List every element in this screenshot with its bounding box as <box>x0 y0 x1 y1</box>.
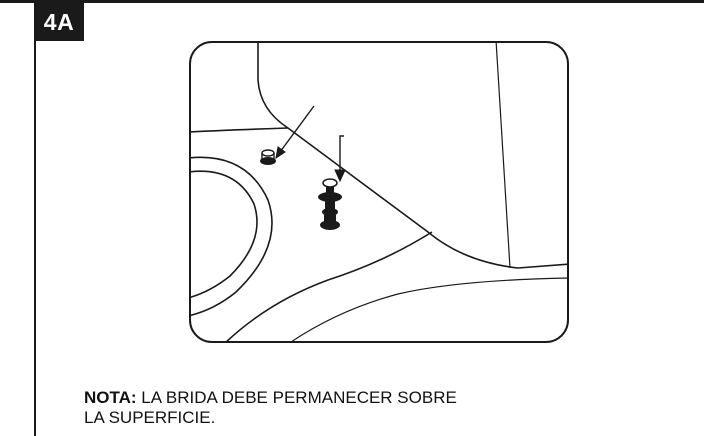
bolt-cap-left <box>260 149 276 165</box>
step-badge: 4A <box>34 3 84 41</box>
toilet-base-curve <box>190 127 289 133</box>
note-text-line2: LA SUPERFICIE. <box>84 408 216 427</box>
floor-flange-inner <box>190 170 258 299</box>
toilet-body-outline <box>257 42 568 269</box>
washer <box>318 192 342 202</box>
arrow-pointer-left <box>275 105 315 160</box>
arrow-pointer-right <box>334 135 346 183</box>
top-rule <box>0 0 704 3</box>
left-margin-rule <box>34 0 36 436</box>
floor-flange-outer <box>190 156 273 317</box>
floor-contour-curve <box>223 231 433 342</box>
toilet-seam-line <box>495 42 511 269</box>
bolt-cap-nut <box>322 178 338 188</box>
illustration-frame <box>189 41 569 343</box>
installation-note: NOTA: LA BRIDA DEBE PERMANECER SOBRE LA … <box>84 388 644 428</box>
floor-bolt-base <box>320 220 340 230</box>
floor-bolt-assembly <box>318 178 342 230</box>
floor-contour-curve-lower <box>287 277 568 342</box>
note-text-line1: LA BRIDA DEBE PERMANECER SOBRE <box>136 388 457 407</box>
note-label: NOTA: <box>84 388 137 407</box>
installation-illustration <box>189 41 569 343</box>
